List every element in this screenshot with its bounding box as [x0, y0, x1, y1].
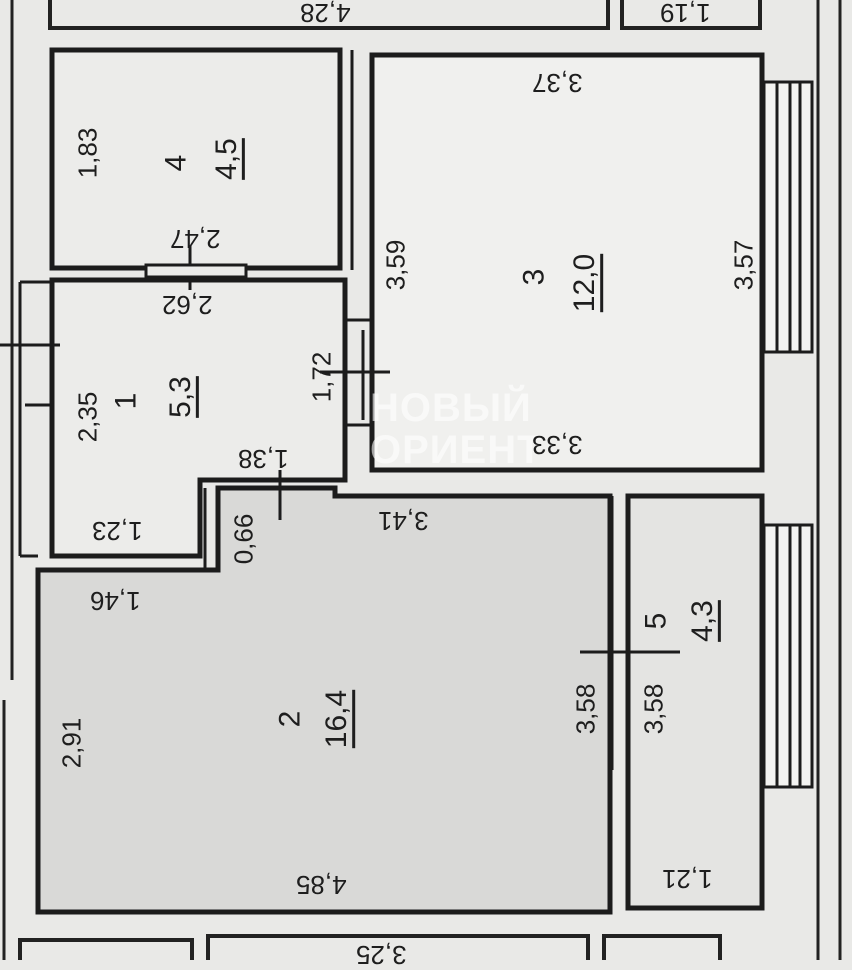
dim-r3-top: 3,37 — [532, 68, 583, 98]
dim-r5-bottom: 1,21 — [662, 864, 713, 894]
room-1-number: 1 — [109, 392, 143, 410]
bottom-partial-room-a — [18, 938, 194, 960]
dim-r4-side: 1,83 — [72, 127, 103, 179]
window-room-3 — [762, 80, 814, 354]
dim-r3-left: 3,59 — [380, 239, 411, 291]
dim-r2-bottom: 4,85 — [296, 870, 347, 900]
room-3-area: 12,0 — [568, 253, 602, 313]
dim-top-partial-b: 1,19 — [660, 0, 711, 28]
watermark-line-2: ОРИЕНТ — [370, 428, 543, 472]
dim-r2-right: 3,58 — [570, 683, 601, 735]
room-4-number: 4 — [159, 154, 193, 172]
room-5-number: 5 — [639, 612, 673, 630]
dim-r3-right: 3,57 — [728, 239, 759, 291]
room-5-outline — [625, 493, 765, 911]
room-4-area: 4,5 — [209, 138, 243, 180]
bottom-partial-room-b — [206, 934, 590, 960]
room-2-outline — [35, 485, 613, 915]
dim-r2-side: 2,91 — [56, 717, 87, 769]
dim-bottom-partial: 3,25 — [356, 940, 407, 970]
top-partial-room-a — [48, 0, 610, 30]
room-2-number: 2 — [273, 710, 307, 728]
door-room4-room1 — [144, 263, 248, 279]
dim-r2-top-left: 1,46 — [90, 586, 141, 616]
top-partial-room-b — [620, 0, 762, 30]
dim-r1-step: 1,38 — [238, 444, 289, 474]
dim-top-partial-a: 4,28 — [300, 0, 351, 28]
dim-r4-bottom: 2,47 — [170, 224, 221, 254]
dim-r1-top: 2,62 — [162, 290, 213, 320]
bottom-partial-room-c — [602, 934, 722, 960]
dim-r1-door: 1,72 — [306, 351, 337, 403]
room-1-outline — [49, 277, 348, 559]
outer-walls — [2, 0, 842, 960]
watermark-line-1: НОВЫЙ — [370, 386, 532, 430]
dim-r1-side: 2,35 — [72, 391, 103, 443]
room-3-outline — [369, 52, 765, 473]
dim-r1-bottom: 1,23 — [92, 516, 143, 546]
inner-wall-details — [0, 50, 680, 770]
dim-step-small: 0,66 — [228, 513, 259, 565]
room-1-area: 5,3 — [163, 376, 197, 418]
room-3-number: 3 — [517, 268, 551, 286]
dim-r2-top-right: 3,41 — [378, 506, 429, 536]
dim-r3-bottom: 3,33 — [532, 430, 583, 460]
window-room-5 — [762, 523, 814, 789]
room-5-area: 4,3 — [685, 600, 719, 642]
dim-r5-left: 3,58 — [638, 683, 669, 735]
room-2-area: 16,4 — [320, 689, 354, 749]
